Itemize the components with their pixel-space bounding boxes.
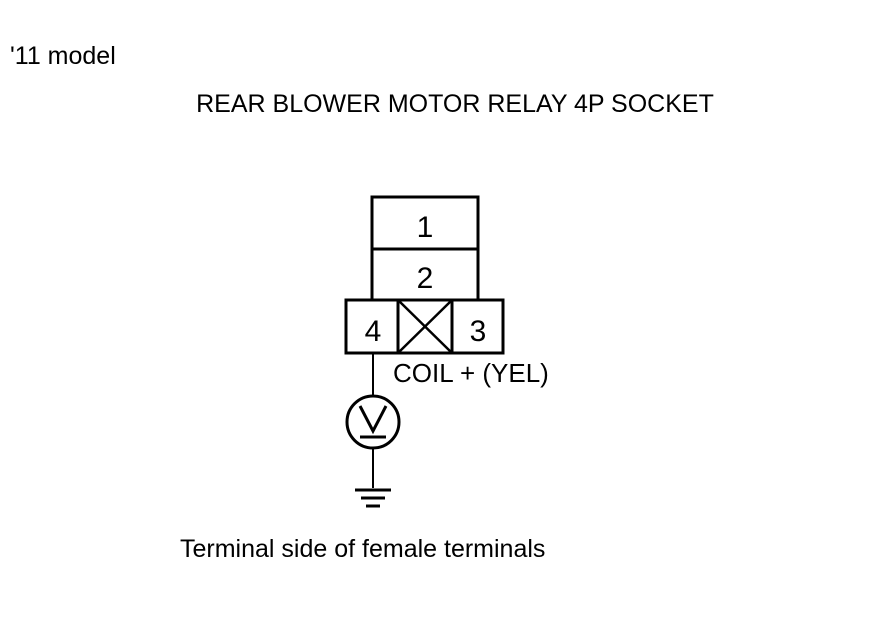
model-label: '11 model [10,42,116,70]
voltmeter-icon [345,394,401,450]
pin-1-label: 1 [417,211,434,244]
ground-icon [355,488,391,508]
diagram-title: REAR BLOWER MOTOR RELAY 4P SOCKET [196,90,714,118]
view-caption: Terminal side of female terminals [180,535,546,563]
blocked-cavity-icon [397,299,453,354]
pin-2-label: 2 [417,262,434,295]
pin-4-label: 4 [365,315,382,348]
pin-2-cell [370,247,480,302]
pin-3-wire-label: COIL + (YEL) [393,358,549,388]
pin-3-label: 3 [470,315,487,348]
